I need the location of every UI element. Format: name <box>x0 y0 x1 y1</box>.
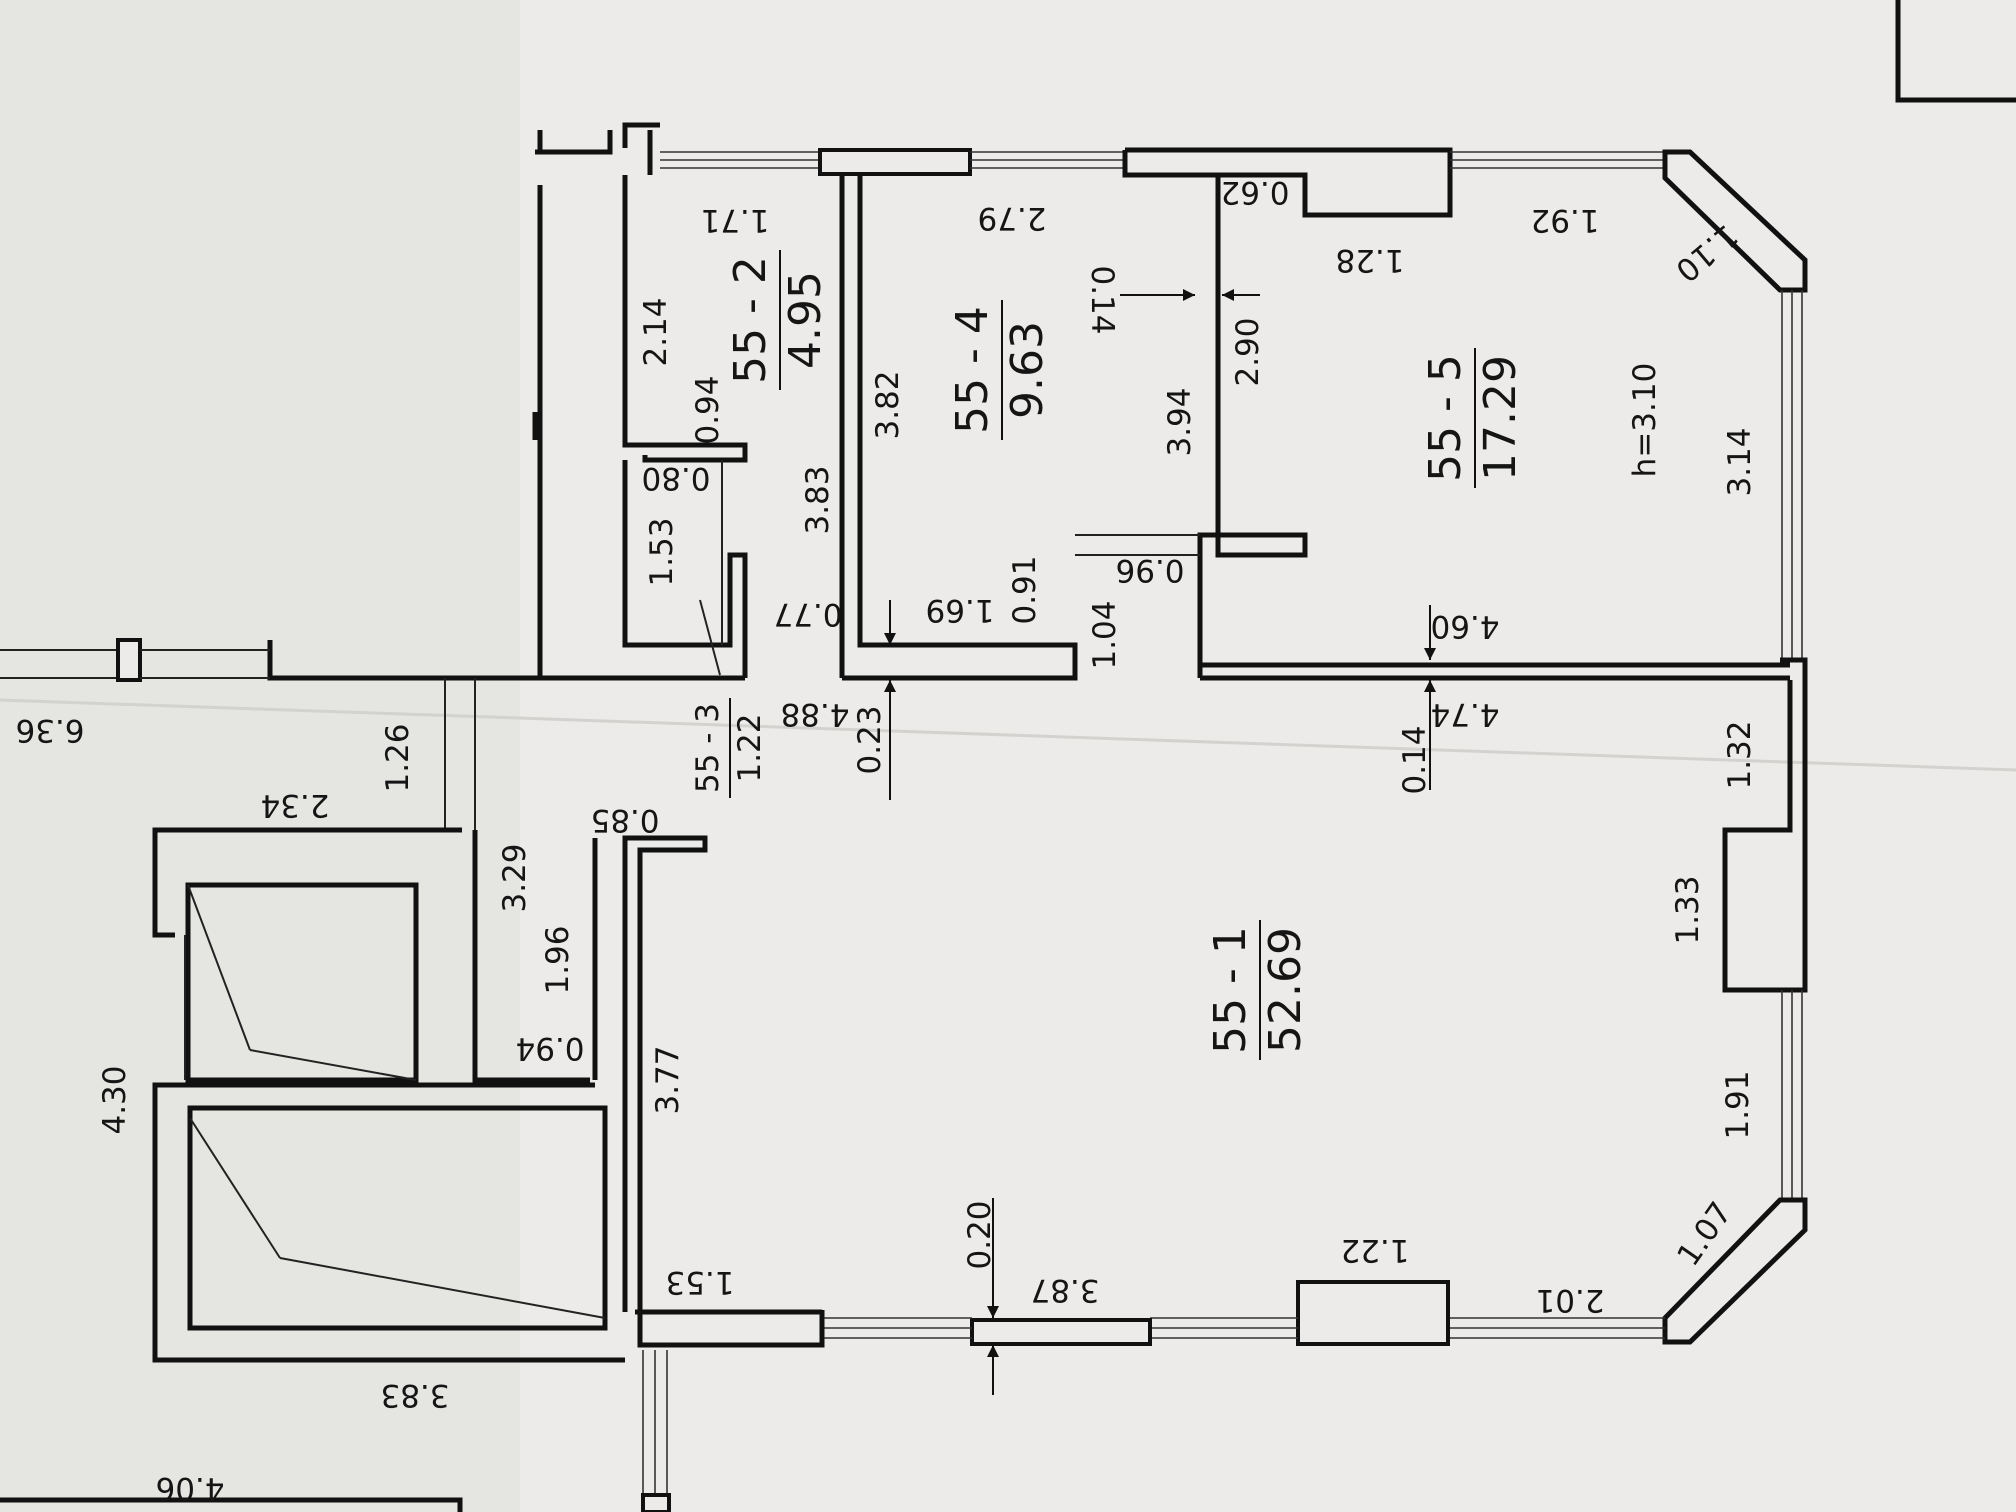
dim-label: 0.94 <box>690 375 726 444</box>
dim-label: 0.14 <box>1084 265 1120 334</box>
dim-label: 3.14 <box>1722 427 1758 496</box>
dim-label: 0.91 <box>1007 555 1043 624</box>
room-label-55-5: 55 - 5 17.29 <box>1420 348 1526 488</box>
room-label-55-2: 55 - 2 4.95 <box>725 250 831 390</box>
dim-label: 1.28 <box>1335 242 1404 278</box>
dim-label: 4.30 <box>97 1065 133 1134</box>
dim-label: 1.04 <box>1087 600 1123 669</box>
dimension-arrows <box>884 289 1436 1395</box>
dim-label: 0.23 <box>852 705 888 774</box>
dim-label: 6.36 <box>15 712 84 748</box>
dim-label: 2.01 <box>1535 1282 1604 1318</box>
dim-label: 1.69 <box>925 592 994 628</box>
interior-walls <box>0 130 1790 1315</box>
room-label-55-3: 55 - 3 1.22 <box>690 698 768 798</box>
dim-label: 0.94 <box>515 1030 584 1066</box>
dim-label: 0.96 <box>1115 552 1184 588</box>
dim-label: 4.60 <box>1430 608 1499 644</box>
dim-label: 1.26 <box>380 723 416 792</box>
dim-label: 3.94 <box>1162 387 1198 456</box>
room-id-55-5: 55 - 5 <box>1420 354 1471 482</box>
room-id-55-4: 55 - 4 <box>947 306 998 434</box>
left-service-block <box>0 827 625 1512</box>
dim-label: 3.77 <box>650 1045 686 1114</box>
dim-label: 2.34 <box>260 787 329 823</box>
dim-label: 0.80 <box>641 460 710 496</box>
dim-label: 1.53 <box>644 517 680 586</box>
room-area-55-4: 9.63 <box>1002 321 1053 419</box>
dim-label: 0.77 <box>773 596 842 632</box>
room-area-55-5: 17.29 <box>1475 355 1526 481</box>
room-label-55-4: 55 - 4 9.63 <box>947 300 1053 440</box>
dim-label: 1.96 <box>540 925 576 994</box>
dim-label: 0.62 <box>1220 174 1289 210</box>
dim-label: 0.20 <box>962 1200 998 1269</box>
dim-label: 1.71 <box>700 202 769 238</box>
room-label-55-1: 55 - 1 52.69 <box>1205 920 1311 1060</box>
dim-label: 2.79 <box>977 200 1046 236</box>
ceiling-height-label: h=3.10 <box>1627 363 1663 478</box>
room-id-55-3: 55 - 3 <box>690 703 726 793</box>
dim-label: 3.82 <box>870 370 906 439</box>
corner-frame <box>1895 0 2016 103</box>
paper-shadow <box>0 0 520 1512</box>
dim-label: 0.14 <box>1397 725 1433 794</box>
dim-label: 1.22 <box>1340 1232 1409 1268</box>
dim-label: 1.92 <box>1530 202 1599 238</box>
room-id-55-2: 55 - 2 <box>725 256 776 384</box>
dim-label: 4.88 <box>780 696 849 732</box>
dim-label: 3.87 <box>1030 1272 1099 1308</box>
dim-label: 1.32 <box>1722 720 1758 789</box>
dim-label: 1.91 <box>1720 1070 1756 1139</box>
room-id-55-1: 55 - 1 <box>1205 926 1256 1054</box>
dim-label: 2.14 <box>638 297 674 366</box>
room-area-55-3: 1.22 <box>732 713 768 782</box>
dim-label: 4.74 <box>1430 696 1499 732</box>
room-area-55-1: 52.69 <box>1260 927 1311 1053</box>
room-area-55-2: 4.95 <box>780 271 831 369</box>
dim-label: 0.85 <box>590 802 659 838</box>
dimension-labels-inverted: 1.71 0.80 0.77 2.79 0.14 1.69 0.96 0.62 … <box>15 174 1744 1506</box>
dim-label: 1.53 <box>665 1264 734 1300</box>
dim-label: 4.06 <box>155 1470 224 1506</box>
paper-fold <box>0 698 2016 772</box>
dim-label: 3.83 <box>800 465 836 534</box>
outer-walls <box>622 122 1808 1512</box>
dim-label: 3.29 <box>497 843 533 912</box>
dim-label: 2.90 <box>1230 317 1266 386</box>
dim-label: 3.83 <box>380 1377 449 1413</box>
dim-label: 1.33 <box>1670 875 1706 944</box>
